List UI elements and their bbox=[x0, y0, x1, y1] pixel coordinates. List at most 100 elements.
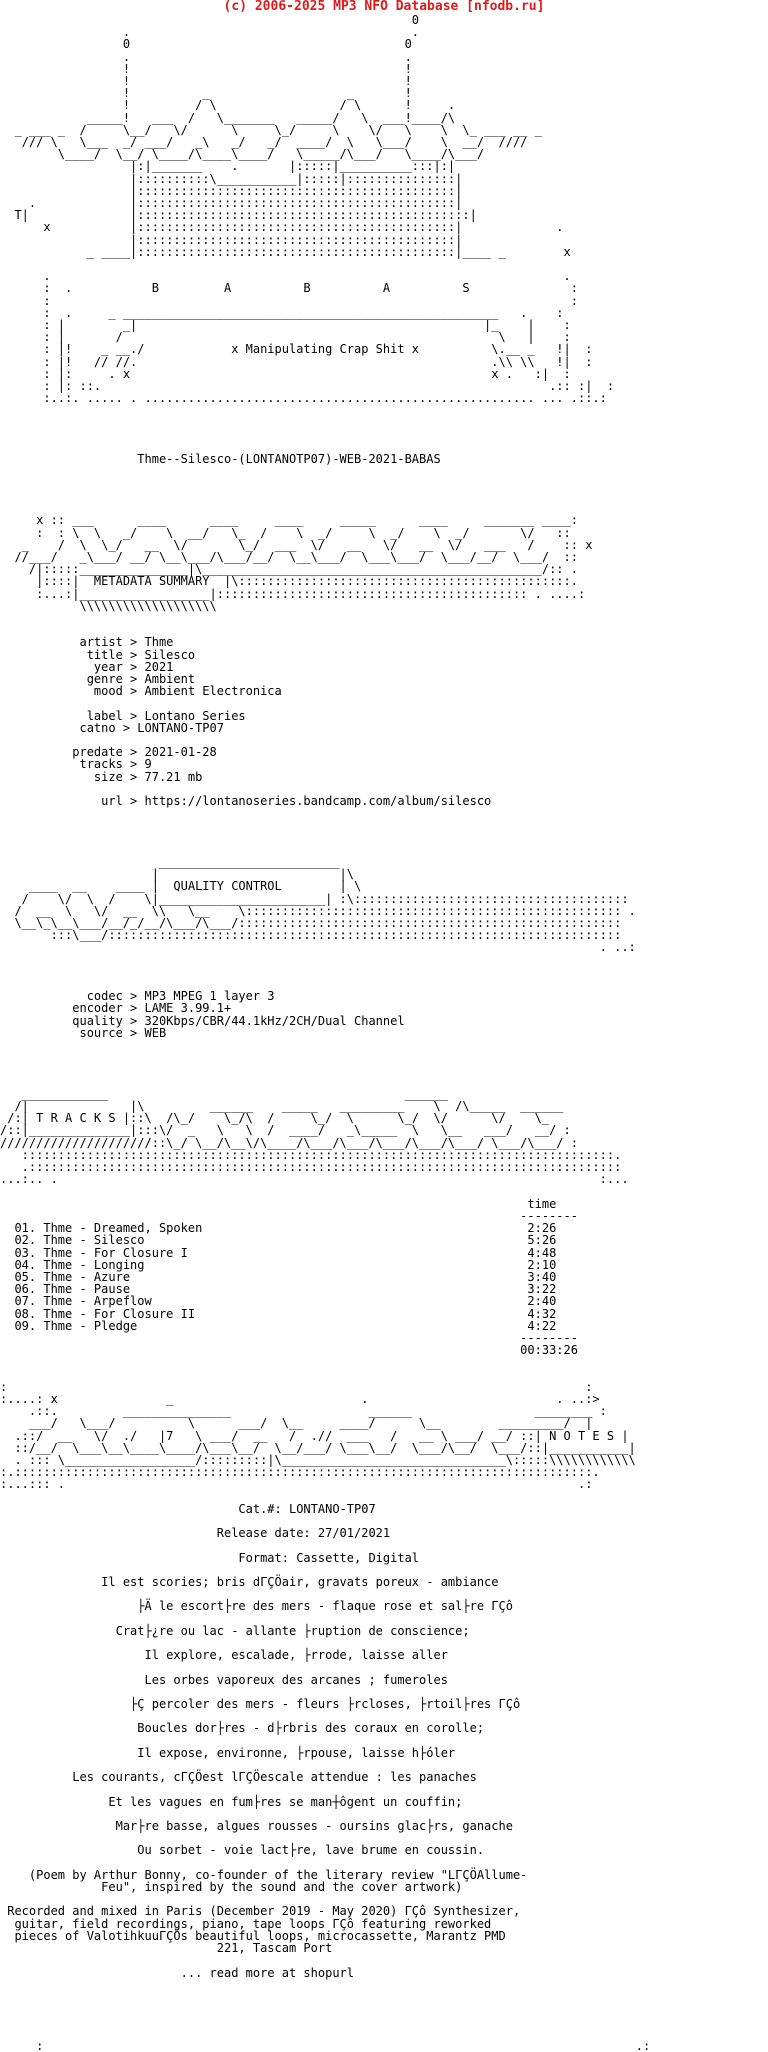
nfo-line: |:::::::::::::::::::::::::::::::::::::::… bbox=[0, 183, 463, 198]
nfo-line bbox=[0, 1783, 768, 1795]
nfo-line: :...::: . .: bbox=[0, 1477, 593, 1492]
nfo-line bbox=[0, 819, 768, 831]
nfo-line: predate > 2021-01-28 bbox=[0, 745, 217, 760]
nfo-line: : : \ \ _/ \ __/ \_ / \ _/ \ _/ \ _/ \/ … bbox=[0, 525, 571, 540]
nfo-line: T| |::::::::::::::::::::::::::::::::::::… bbox=[0, 208, 477, 223]
nfo-line: | |\ bbox=[0, 867, 355, 882]
nfo-line bbox=[0, 1661, 768, 1673]
nfo-line: 0 bbox=[0, 14, 420, 27]
nfo-line: ____________ ______ bbox=[0, 1086, 448, 1101]
nfo-line: year > 2021 bbox=[0, 659, 174, 674]
nfo-line: Et les vagues en fum├res se man┼ôgent un… bbox=[0, 1794, 463, 1809]
nfo-line: ___/ \___/ \ ___/ \__ ____/ \__ ________… bbox=[0, 1416, 593, 1431]
nfo-line: |:::::::::::::::::::::::::::::::::::::::… bbox=[0, 232, 463, 247]
nfo-line bbox=[0, 478, 768, 490]
nfo-line: Format: Cassette, Digital bbox=[0, 1550, 420, 1565]
nfo-line: :...:|__________________|:::::::::::::::… bbox=[0, 586, 586, 601]
nfo-line: _ ____|:::::::::::::::::::::::::::::::::… bbox=[0, 244, 571, 259]
nfo-line: : . _ __________________________________… bbox=[0, 305, 564, 320]
nfo-line: pieces of ValotihkuuΓÇÖs beautiful loops… bbox=[0, 1928, 506, 1943]
nfo-line: Il est scories; bris dΓÇÖair, gravats po… bbox=[0, 1575, 499, 1589]
nfo-line: size > 77.21 mb bbox=[0, 769, 203, 784]
nfo-line: ! _ _ ! bbox=[0, 86, 412, 101]
nfo-line: 07. Thme - Arpeflow 2:40 bbox=[0, 1294, 557, 1309]
nfo-line: /| |\ ______ _____ _________ \ /\_____ _… bbox=[0, 1099, 564, 1114]
nfo-line: |:|_______ . |:::::|__________:::|:| bbox=[0, 159, 456, 174]
nfo-line bbox=[0, 954, 768, 966]
nfo-line bbox=[0, 466, 768, 478]
nfo-line: : .: bbox=[0, 2038, 651, 2050]
nfo-line: : |! // //. .\\ \\ !| : bbox=[0, 354, 593, 369]
nfo-line: ! / \ / \ ! . bbox=[0, 98, 456, 113]
nfo-line: 06. Thme - Pause 3:22 bbox=[0, 1282, 557, 1297]
nfo-line: : |: . x x . :| : bbox=[0, 366, 571, 381]
nfo-line: guitar, field recordings, piano, tape lo… bbox=[0, 1916, 492, 1931]
nfo-line: //___/ _\___/ __/ \__\___/\___/__/ \__\_… bbox=[0, 549, 578, 564]
nfo-line: : | _| |_ | : bbox=[0, 318, 571, 333]
nfo-line: (Poem by Arthur Bonny, co-founder of the… bbox=[0, 1867, 528, 1882]
nfo-line: /////////////////////::\_/ \__/\__\/\___… bbox=[0, 1135, 578, 1150]
nfo-line: 01. Thme - Dreamed, Spoken 2:26 bbox=[0, 1221, 557, 1236]
nfo-line: |::::| METADATA SUMMARY |\::::::::::::::… bbox=[0, 574, 578, 589]
nfo-line: . . bbox=[0, 49, 412, 64]
nfo-line: : |: ::. .:: :| : bbox=[0, 379, 615, 394]
nfo-line bbox=[0, 2015, 768, 2027]
nfo-line: Mar├re basse, algues rousses - oursins g… bbox=[0, 1819, 513, 1834]
nfo-line: / __ \ \/ __ \\ \__ \:::::::::::::::::::… bbox=[0, 903, 636, 918]
nfo-line: time bbox=[0, 1196, 557, 1211]
nfo-line: Il expose, environne, ├rpouse, laisse h├… bbox=[0, 1745, 456, 1760]
nfo-line bbox=[0, 1356, 768, 1368]
nfo-line bbox=[0, 417, 768, 429]
copyright-banner: (c) 2006-2025 MP3 NFO Database [nfodb.ru… bbox=[223, 0, 545, 14]
nfo-line: \\\\\\\\\\\\\\\\\\\ bbox=[0, 598, 217, 613]
nfo-line: . ..: bbox=[0, 940, 636, 955]
nfo-line: 02. Thme - Silesco 5:26 bbox=[0, 1233, 557, 1248]
nfo-line: ::::::::::::::::::::::::::::::::::::::::… bbox=[0, 1147, 622, 1162]
nfo-line: _________________________ bbox=[0, 855, 340, 870]
nfo-line: _____! ___ / \_______ _____/ \ ___!____/… bbox=[0, 110, 456, 125]
nfo-line: url > https://lontanoseries.bandcamp.com… bbox=[0, 794, 492, 808]
nfo-line: ... read more at shopurl bbox=[0, 1965, 355, 1980]
nfo-line bbox=[0, 1979, 768, 1991]
nfo-line bbox=[0, 1491, 768, 1503]
nfo-line bbox=[0, 966, 768, 978]
nfo-line: ! ! bbox=[0, 74, 412, 89]
nfo-line: genre > Ambient bbox=[0, 671, 196, 686]
nfo-line: :..:. ..... . ..........................… bbox=[0, 391, 607, 406]
nfo-line bbox=[0, 1063, 768, 1075]
nfo-line: Les orbes vaporeux des arcanes ; fumerol… bbox=[0, 1672, 448, 1687]
nfo-line bbox=[0, 697, 768, 709]
nfo-line: :::\___/::::::::::::::::::::::::::::::::… bbox=[0, 928, 629, 943]
nfo-line: . . bbox=[0, 269, 571, 284]
nfo-line: Crat├¿re ou lac - allante ├ruption de co… bbox=[0, 1623, 470, 1638]
nfo-line: label > Lontano Series bbox=[0, 708, 246, 723]
nfo-line: ::/__/ \___\__\____\____/\___\__/ \__/__… bbox=[0, 1440, 636, 1455]
nfo-line bbox=[0, 1991, 768, 2003]
nfo-line: . ::: \__________________/:::::::::|\___… bbox=[0, 1452, 636, 1467]
nfo-line: ...:.. . :... bbox=[0, 1172, 629, 1187]
nfo-line: mood > Ambient Electronica bbox=[0, 684, 282, 699]
nfo-line: catno > LONTANO-TP07 bbox=[0, 720, 224, 735]
nfo-line: :.::::::::::::::::::::::::::::::::::::::… bbox=[0, 1465, 600, 1480]
nfo-line: \____/ \__/ \____/\____\____/ \_____/\__… bbox=[0, 147, 485, 162]
nfo-line bbox=[0, 1539, 768, 1551]
nfo-line: x :: ___ ____ ____ ____ _____ ____ _____… bbox=[0, 513, 586, 528]
nfo-line: ! ! bbox=[0, 61, 412, 76]
nfo-viewer: 0 . . 0 0 . . ! bbox=[0, 14, 768, 2050]
nfo-text: 0 . . 0 0 . . ! bbox=[0, 14, 768, 2050]
nfo-line: 09. Thme - Pledge 4:22 bbox=[0, 1318, 557, 1333]
nfo-line: tracks > 9 bbox=[0, 757, 152, 772]
nfo-line: Ou sorbet - voie lact├re, lave brume en … bbox=[0, 1843, 485, 1858]
nfo-line: : |! _ __./ x Manipulating Crap Shit x \… bbox=[0, 342, 593, 357]
nfo-line: 0 0 bbox=[0, 37, 412, 52]
nfo-line: source > WEB bbox=[0, 1025, 167, 1040]
nfo-line: Thme--Silesco-(LONTANOTP07)-WEB-2021-BAB… bbox=[0, 452, 441, 467]
nfo-line: : | / \ | : bbox=[0, 330, 571, 345]
nfo-line: ____ __ ____ | QUALITY CONTROL | \ bbox=[0, 879, 362, 894]
nfo-line bbox=[0, 1735, 768, 1747]
nfo-line: encoder > LAME 3.99.1+ bbox=[0, 1001, 232, 1016]
nfo-line: : . B A B A S : bbox=[0, 281, 578, 296]
nfo-line: /::|______________|:::\/ _ \ \ / ____/ _… bbox=[0, 1123, 571, 1138]
nfo-line: Cat.#: LONTANO-TP07 bbox=[0, 1501, 376, 1516]
nfo-line: Boucles dor├res - d├rbris des coraux en … bbox=[0, 1721, 485, 1736]
